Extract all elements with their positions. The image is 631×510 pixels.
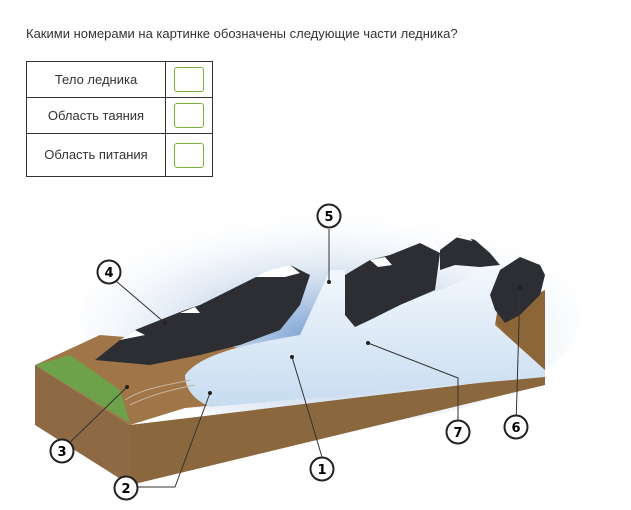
table-row: Область таяния: [26, 97, 213, 134]
glacier-ice: [185, 265, 545, 407]
row-label: Тело ледника: [26, 61, 166, 98]
question-text: Какими номерами на картинке обозначены с…: [26, 26, 458, 41]
label-5: 5: [316, 203, 342, 229]
answer-input-feeding-area[interactable]: [174, 142, 204, 168]
front-face: [35, 365, 130, 485]
pointer-lines: [61, 229, 521, 488]
row-label: Область таяния: [26, 97, 166, 134]
svg-text:6: 6: [511, 421, 520, 436]
label-1: 1: [309, 456, 335, 482]
label-7: 7: [445, 419, 471, 445]
svg-text:3: 3: [57, 445, 66, 460]
label-6: 6: [503, 414, 529, 440]
answer-input-melting-area[interactable]: [174, 103, 204, 128]
glacier-diagram: 1 2 3 4 5 6 7: [35, 203, 580, 501]
pointer-dots: [125, 280, 522, 395]
mountain-peak-middle: [345, 243, 440, 327]
answer-input-glacier-body[interactable]: [174, 67, 204, 92]
row-label: Область питания: [26, 133, 166, 177]
grass-patch: [35, 355, 130, 423]
label-2: 2: [113, 475, 139, 501]
label-4: 4: [96, 259, 122, 285]
mountain-peak-right: [490, 257, 545, 323]
answer-table: Тело ледника Область таяния Область пита…: [26, 61, 213, 177]
svg-text:4: 4: [104, 266, 113, 281]
svg-text:1: 1: [317, 463, 326, 478]
label-3: 3: [49, 438, 75, 464]
table-row: Область питания: [26, 133, 213, 177]
svg-text:7: 7: [453, 426, 462, 441]
table-row: Тело ледника: [26, 61, 213, 98]
svg-text:5: 5: [324, 210, 333, 225]
svg-text:2: 2: [121, 482, 130, 497]
mountain-ridge-left: [95, 265, 310, 365]
